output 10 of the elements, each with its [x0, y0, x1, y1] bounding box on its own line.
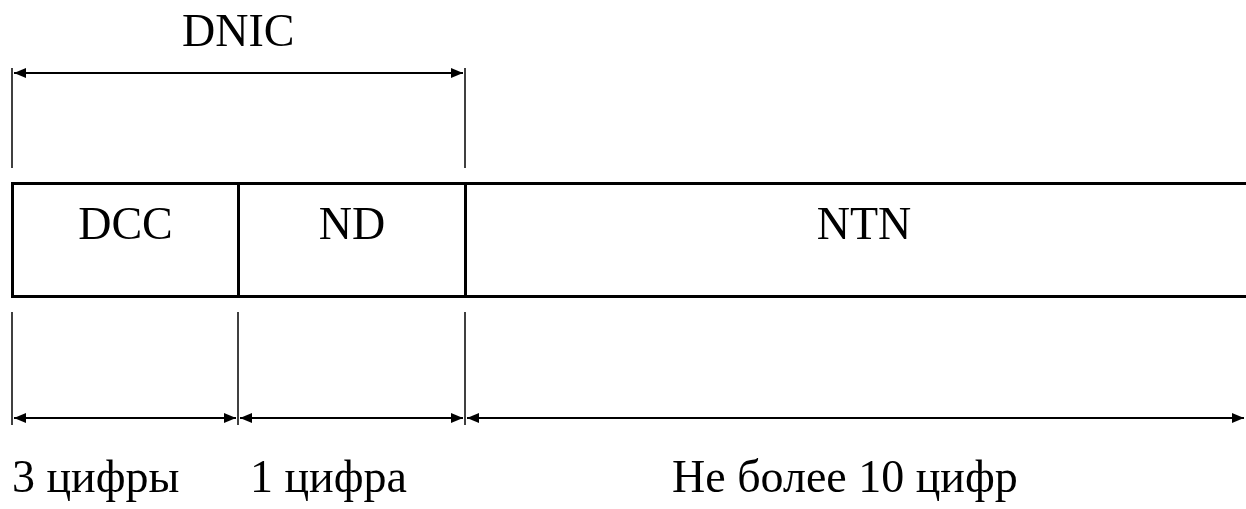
- dimension-label: Не более 10 цифр: [672, 450, 1018, 504]
- dimension-label: DNIC: [182, 4, 295, 58]
- dimension-label: 3 цифры: [12, 450, 180, 504]
- dimension-label: 1 цифра: [250, 450, 407, 504]
- field-box: [237, 182, 467, 298]
- field-label: ND: [317, 197, 387, 251]
- field-label: NTN: [815, 197, 913, 251]
- field-label: DCC: [77, 197, 174, 251]
- field-box: [11, 182, 240, 298]
- field-box: [464, 182, 1246, 298]
